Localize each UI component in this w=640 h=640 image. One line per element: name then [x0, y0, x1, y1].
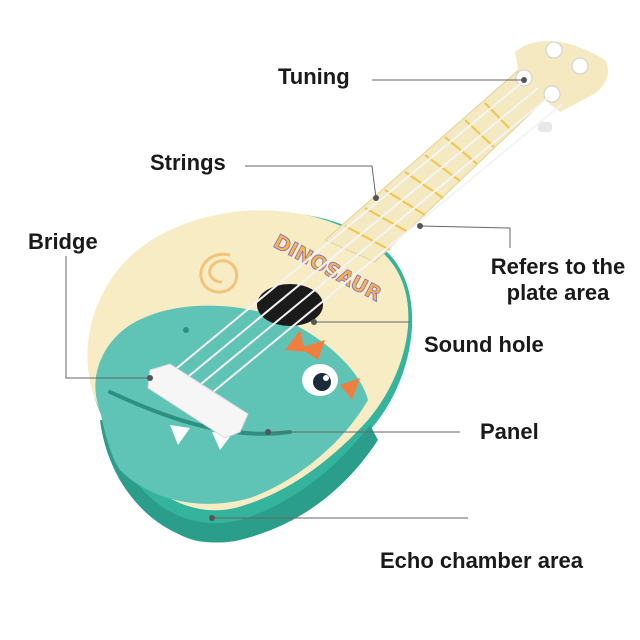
tuning-label: Tuning: [278, 64, 350, 89]
plate-area-label-line-1: Refers to the: [490, 254, 626, 279]
leader-dots: [147, 77, 527, 521]
panel-label: Panel: [480, 419, 539, 444]
dino-tooth: [170, 425, 190, 445]
tuning-peg: [571, 57, 589, 75]
body-side-shade: [100, 420, 378, 543]
bridge-leader-line: [65, 256, 150, 379]
strings: [159, 79, 563, 407]
plate-area-leader-line: [419, 225, 511, 248]
plate-area-label: Refers to the plate area: [478, 254, 638, 306]
leader-lines: [65, 79, 524, 519]
strings-label: Strings: [150, 150, 226, 175]
strings-leader-line: [245, 165, 377, 199]
headstock: [515, 41, 608, 112]
dino-eye-shine: [323, 375, 329, 381]
swirl-decoration: [199, 252, 239, 294]
echo-chamber-label: Echo chamber area: [380, 548, 583, 573]
bridge: [147, 363, 249, 439]
dino-spike: [285, 330, 305, 352]
dino-pupil: [313, 373, 331, 391]
dino-nostril: [183, 327, 189, 333]
plate-area-label-line-2: plate area: [506, 280, 610, 305]
dino-spike: [300, 340, 325, 360]
bridge-label: Bridge: [28, 229, 98, 254]
sound-hole-label: Sound hole: [424, 332, 544, 357]
dino-spike: [340, 378, 360, 400]
neck: [324, 59, 556, 263]
tuning-peg: [545, 41, 563, 59]
tuning-peg-shaft: [538, 122, 552, 132]
